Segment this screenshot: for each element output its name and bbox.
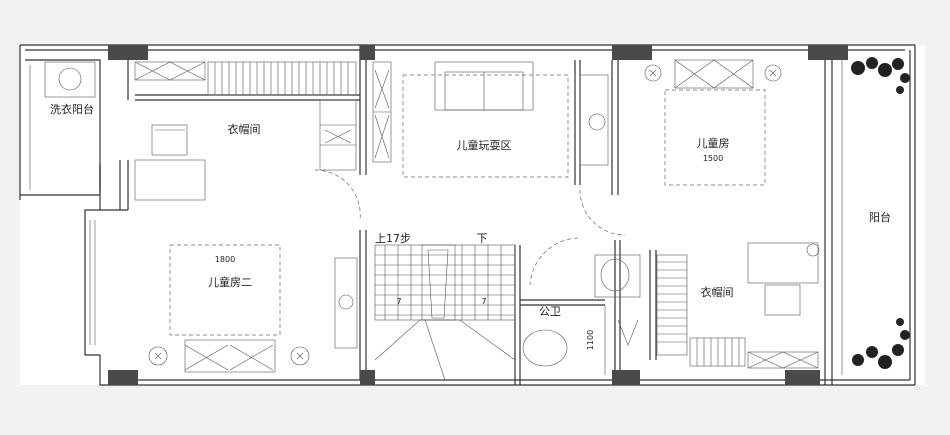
wardrobe-right [656,242,820,369]
bed-kids-room-two [148,244,310,373]
plan-floor [20,45,925,385]
label-stair-mark-b: 7 [481,297,486,306]
door-swing-cloakroom [314,169,361,221]
desk-top-left [134,124,206,201]
bathroom-fixtures [522,254,641,375]
staircase [374,244,516,381]
label-kids-play-area: 儿童玩耍区 [457,138,512,152]
balcony-plants [841,57,910,375]
bed-kids-room [644,59,782,186]
label-kids-room-two-width: 1800 [215,255,235,264]
label-laundry-balcony: 洗衣阳台 [50,102,94,116]
label-kids-room-width: 1500 [703,154,723,163]
label-kids-room: 儿童房 [697,136,730,150]
wardrobe-top [134,61,357,171]
label-stairs-down: 下 [477,232,488,245]
label-balcony: 阳台 [869,210,891,224]
label-public-bathroom: 公卫 [539,305,561,318]
laundry-machine [44,61,96,98]
label-bathroom-dim: 1100 [586,330,595,350]
label-cloakroom-right: 衣帽间 [701,285,734,299]
label-kids-room-two: 儿童房二 [208,275,252,289]
shelf-mid [334,257,358,349]
label-stairs-up: 上17步 [375,232,411,245]
label-cloakroom-top: 衣帽间 [228,122,261,136]
label-stair-mark-a: 7 [396,297,401,306]
structural-columns [108,45,848,385]
door-swing-bathroom [529,237,579,286]
sofa-play-area [372,61,609,178]
door-swing-kids-room [579,189,626,236]
